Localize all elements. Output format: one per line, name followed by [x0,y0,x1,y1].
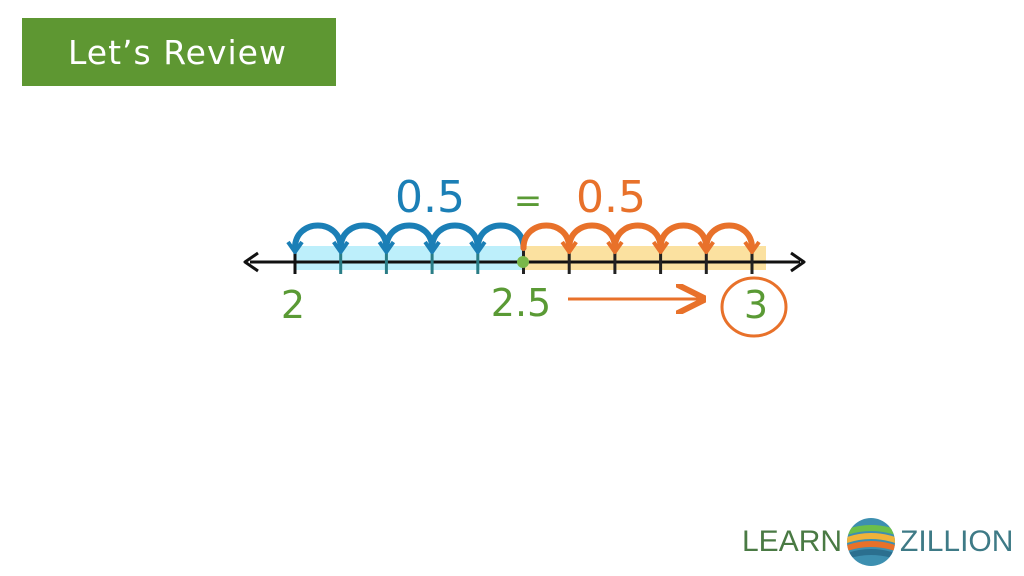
group-label-right: 0.5 [576,172,646,223]
hops-group [286,222,761,254]
group-label-left: 0.5 [395,172,465,223]
right-arrowhead [790,251,806,273]
hop-arrowhead [606,240,624,254]
logo-mark-icon [847,518,896,566]
hop-arc [703,222,755,251]
midpoint-dot [517,256,529,268]
hop-arrowhead [469,240,487,254]
tick-label-mid: 2.5 [491,281,551,325]
tick-label-start: 2 [281,283,305,327]
ticks-group [293,250,754,274]
left-arrowhead [243,251,259,273]
hop-arrowhead [560,240,578,254]
left-highlight [294,246,523,270]
right-highlight [523,246,766,270]
hop-arrowhead [743,240,761,254]
equals-sign: = [514,181,543,221]
hop-arrowhead [651,240,670,254]
end-circle [720,276,788,338]
hop-arrowhead [697,240,715,254]
hop-arrowhead [332,240,350,254]
page-title: Let’s Review [68,32,287,72]
hop-arrowhead [377,240,396,254]
logo-text-zillion: ZILLION [900,525,1014,558]
hop-arrowhead [286,240,304,254]
tick-label-end: 3 [744,283,768,327]
logo-text-learn: LEARN [742,525,843,558]
hop-arrowhead [423,240,441,254]
title-banner: Let’s Review [22,18,336,86]
learnzillion-logo: LEARN ZILLION [742,516,1013,568]
